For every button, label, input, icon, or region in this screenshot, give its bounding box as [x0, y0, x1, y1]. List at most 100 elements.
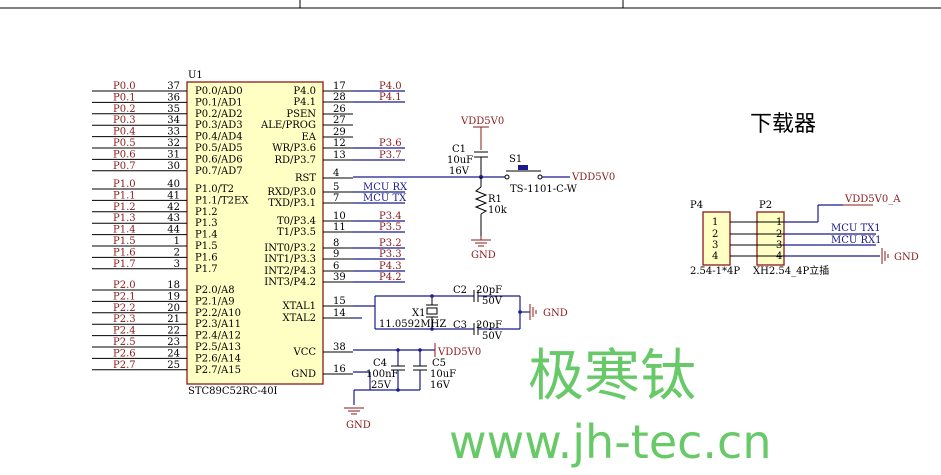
u1-part-number: STC89C52RC-40I: [188, 386, 278, 397]
pin-number: 38: [333, 342, 346, 353]
pin-name: P2.4/A12: [195, 331, 241, 342]
reset-gnd-symbol: [471, 236, 491, 247]
pin-name: P2.7/A15: [195, 365, 241, 376]
s1-button: [518, 165, 528, 170]
s1-contact-right: [537, 174, 543, 180]
net-label: P0.0: [113, 81, 136, 92]
pin-name: P0.0/AD0: [195, 86, 243, 97]
pin-number: 5: [333, 182, 339, 193]
watermark: 极寒钛 www.jh-tec.cn: [449, 344, 772, 469]
downloader-rx-label: MCU RX1: [831, 235, 882, 246]
net-label: P1.6: [113, 247, 136, 258]
pin-number: 34: [167, 115, 180, 126]
pin-number: 9: [333, 249, 339, 260]
x1-crystal: [426, 307, 438, 315]
pin-name: P2.2/A10: [195, 308, 241, 319]
pin-name: INT3/P4.2: [264, 277, 316, 288]
pin-number: 28: [333, 92, 346, 103]
u1-right-pin[interactable]: 27 ALE/PROG: [260, 115, 353, 131]
sheet-frame: [0, 0, 941, 9]
net-label: P0.1: [113, 92, 136, 103]
pin-number: 3: [174, 259, 180, 270]
c1-ref: C1: [452, 144, 466, 155]
p2-ref: P2: [759, 200, 772, 211]
p4-body[interactable]: [702, 211, 731, 266]
pin-name: P0.7/AD7: [195, 166, 243, 177]
pin-name: P2.0/A8: [195, 285, 235, 296]
net-label: P4.2: [379, 272, 402, 283]
p2-pin-number: 2: [776, 229, 782, 240]
net-label: P1.3: [113, 213, 136, 224]
s1-contact-left: [504, 174, 510, 180]
pin-number: 43: [167, 213, 180, 224]
pin-name: P0.4/AD4: [195, 132, 243, 143]
pin-name: WR/P3.6: [272, 143, 316, 154]
s1-switch[interactable]: S1 TS-1101-C-W VDD5V0: [504, 154, 615, 195]
pin-number: 29: [333, 127, 346, 138]
pin-number: 40: [167, 179, 180, 190]
pin-name: RXD/P3.0: [267, 187, 316, 198]
net-label: P1.7: [113, 259, 136, 270]
downloader-gnd-symbol: [881, 248, 889, 264]
pin-number: 27: [333, 115, 346, 126]
pin-number: 4: [333, 168, 339, 179]
net-label: P4.1: [379, 92, 402, 103]
c4-junction-bottom: [396, 388, 400, 392]
downloader-tx-label: MCU TX1: [831, 223, 881, 234]
x1-ref: X1: [412, 308, 425, 319]
pin-name: P1.1/T2EX: [195, 195, 249, 206]
pin-number: 11: [333, 222, 346, 233]
net-label: P1.0: [113, 179, 136, 190]
pin-number: 15: [333, 296, 346, 307]
pin-name: ALE/PROG: [260, 120, 316, 131]
pin-number: 30: [167, 161, 180, 172]
x1-junction-top: [430, 294, 434, 298]
